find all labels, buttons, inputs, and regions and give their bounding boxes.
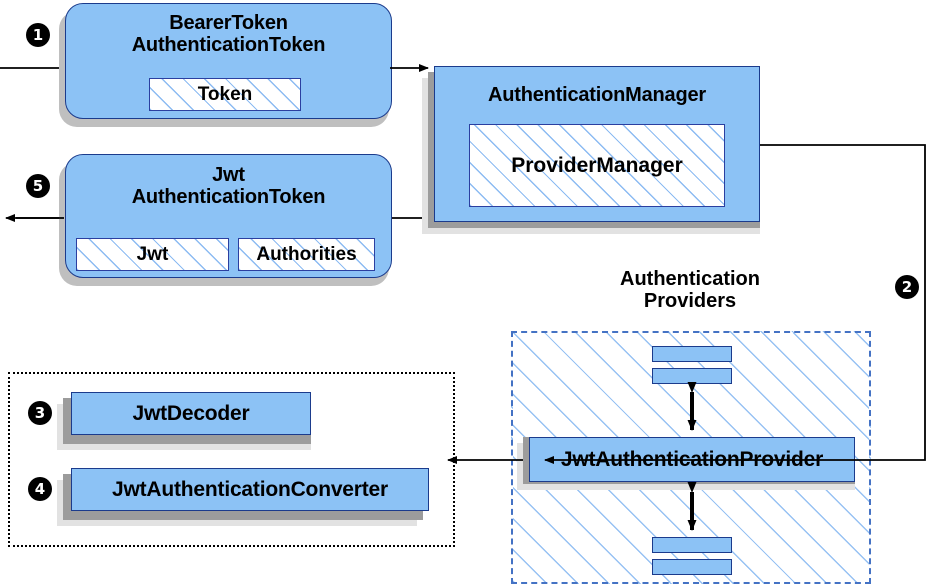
provider-manager-box: ProviderManager (469, 124, 725, 207)
jwt-label: Jwt (136, 243, 169, 265)
provider-stub-bar-top-2 (652, 368, 732, 384)
jwt-authentication-provider-card: JwtAuthenticationProvider (529, 437, 855, 482)
authentication-providers-label-line1: Authentication (620, 268, 760, 290)
step-badge-2: 2 (895, 275, 919, 299)
authorities-label: Authorities (256, 243, 357, 265)
jwt-decoder-card: JwtDecoder (71, 392, 311, 435)
provider-manager-label: ProviderManager (511, 153, 683, 177)
bearer-token-inner-token-box: Token (149, 78, 301, 111)
bearer-token-title-line2: AuthenticationToken (131, 34, 326, 56)
authentication-providers-label-line2: Providers (643, 290, 737, 313)
jwt-token-title-line1: Jwt (212, 164, 245, 186)
jwt-token-inner-jwt-box: Jwt (76, 238, 229, 271)
authentication-manager-title: AuthenticationManager (487, 84, 707, 106)
step-badge-5: 5 (26, 174, 50, 198)
jwt-token-title: Jwt AuthenticationToken (66, 164, 391, 208)
jwt-authentication-converter-label: JwtAuthenticationConverter (112, 477, 388, 501)
provider-stub-bar-bottom-1 (652, 537, 732, 553)
token-label: Token (197, 83, 253, 105)
jwt-authentication-provider-label: JwtAuthenticationProvider (560, 447, 824, 471)
bearer-token-title-line1: BearerToken (169, 12, 288, 34)
jwt-token-inner-authorities-box: Authorities (238, 238, 375, 271)
step-badge-1: 1 (26, 23, 50, 47)
provider-stub-bar-bottom-2 (652, 559, 732, 575)
bearer-token-title: BearerToken AuthenticationToken (66, 12, 391, 56)
jwt-token-title-line2: AuthenticationToken (131, 186, 326, 208)
jwt-authentication-converter-card: JwtAuthenticationConverter (71, 468, 429, 511)
jwt-decoder-label: JwtDecoder (132, 401, 250, 425)
authentication-providers-label: Authentication Providers (560, 268, 820, 313)
provider-stub-bar-top-1 (652, 346, 732, 362)
step-badge-3: 3 (28, 401, 52, 425)
step-badge-4: 4 (28, 477, 52, 501)
